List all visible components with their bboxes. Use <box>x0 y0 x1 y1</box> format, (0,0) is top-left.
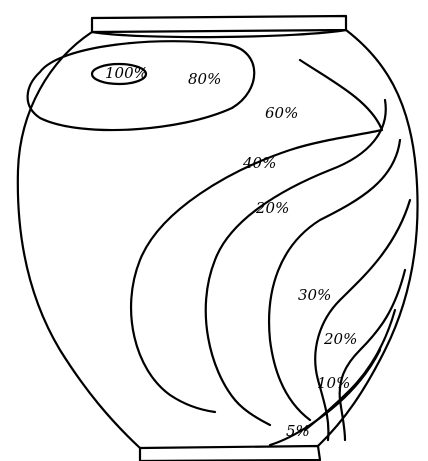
label-20-upper: 20% <box>255 199 289 217</box>
contour-10 <box>305 310 395 430</box>
contour-60 <box>131 60 382 412</box>
label-40: 40% <box>242 154 276 172</box>
label-80: 80% <box>188 70 221 88</box>
label-20-lower: 20% <box>323 330 357 348</box>
contour-30 <box>315 200 410 440</box>
label-60: 60% <box>265 104 298 122</box>
label-30: 30% <box>298 286 331 304</box>
contour-20-lower <box>340 270 405 440</box>
label-100: 100% <box>105 64 148 82</box>
label-5: 5% <box>286 422 310 440</box>
vase-base <box>140 446 320 461</box>
vase-outline-left <box>18 32 140 448</box>
vase-rim <box>92 16 346 32</box>
label-10: 10% <box>317 374 350 392</box>
